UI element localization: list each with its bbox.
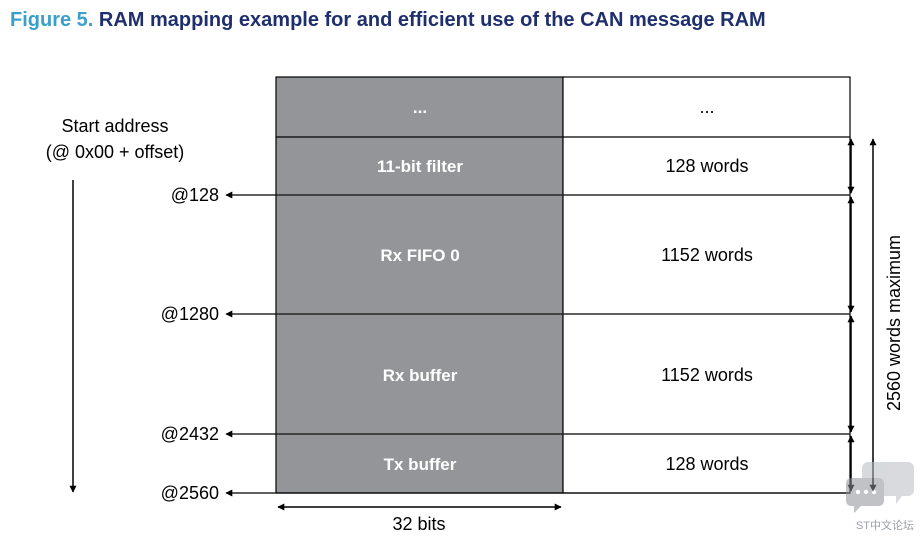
row-size: 128 words xyxy=(665,156,748,176)
row-size: 1152 words xyxy=(661,245,753,265)
row-name: 11-bit filter xyxy=(377,157,463,176)
row-size: 1152 words xyxy=(661,365,753,385)
chat-bubble-icon xyxy=(846,478,884,513)
dot-icon xyxy=(871,489,877,495)
size-column xyxy=(562,76,851,494)
watermark-logo xyxy=(846,462,914,513)
row-name: Rx buffer xyxy=(383,366,458,385)
dot-icon xyxy=(863,489,869,495)
width-label: 32 bits xyxy=(392,514,445,534)
row-size: ... xyxy=(699,97,714,117)
watermark-text: ST中文论坛 xyxy=(856,518,914,532)
address-label: @1280 xyxy=(161,304,219,324)
address-label: @2432 xyxy=(161,424,219,444)
row-name: Rx FIFO 0 xyxy=(380,246,459,265)
start-address-offset-label: (@ 0x00 + offset) xyxy=(46,142,185,162)
figure-caption: RAM mapping example for and efficient us… xyxy=(98,9,766,31)
start-address-label: Start address xyxy=(61,116,168,136)
row-name: Tx buffer xyxy=(384,455,457,474)
figure-title: Figure 5. RAM mapping example for and ef… xyxy=(10,9,766,32)
address-label: @2560 xyxy=(161,483,219,503)
figure-number: Figure 5. xyxy=(10,9,94,31)
maximum-size-label: 2560 words maximum xyxy=(884,235,904,411)
row-name: ... xyxy=(413,98,427,117)
memory-column xyxy=(275,76,564,494)
dot-icon xyxy=(855,489,861,495)
address-label: @128 xyxy=(171,185,219,205)
row-size: 128 words xyxy=(665,454,748,474)
